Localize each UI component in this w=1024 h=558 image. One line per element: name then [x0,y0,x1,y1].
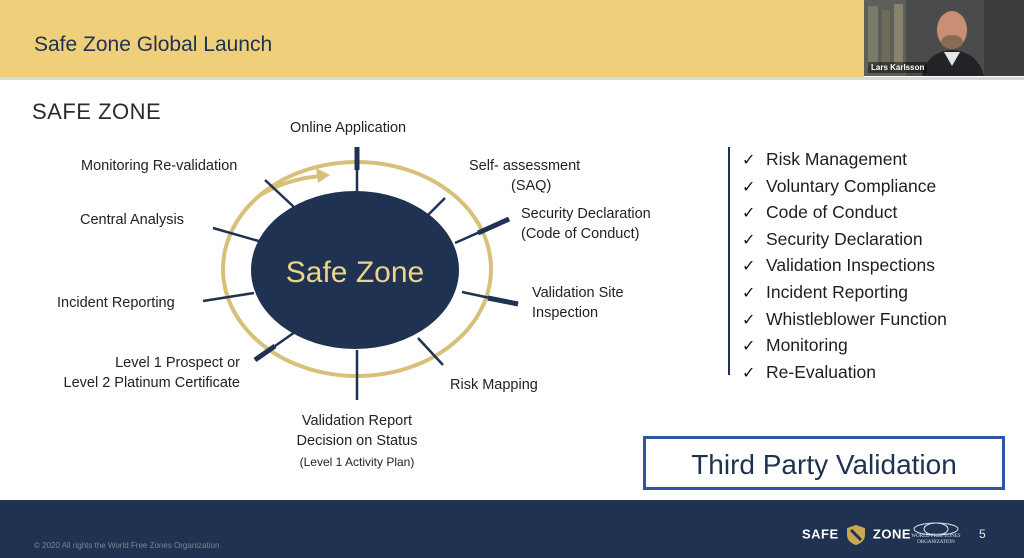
header-divider [0,77,1024,80]
check-icon: ✓ [742,205,756,223]
wfzo-line-2: ORGANIZATION [917,540,955,545]
shield-icon [846,525,865,545]
cycle-arrowhead [316,168,330,183]
checklist-item: ✓Security Declaration [742,227,947,254]
spoke-monitoring [264,179,296,209]
label-central-analysis: Central Analysis [80,212,184,228]
spoke-self-assessment [414,197,446,229]
wfzo-globe-icon [913,522,959,536]
spoke-risk-mapping [417,337,444,366]
header-band: Safe Zone Global Launch [0,0,864,78]
third-party-validation-label: Third Party Validation [691,449,957,480]
label-inspection: Inspection [532,305,599,321]
label-online-application: Online Application [290,120,407,136]
checklist-item: ✓Validation Inspections [742,253,947,280]
logo-safe-text: SAFE [802,526,839,542]
check-icon: ✓ [742,311,756,329]
webcam-video-tile[interactable]: Lars Karlsson [864,0,1024,76]
logo-zone-text: ZONE [872,526,912,542]
check-icon: ✓ [742,231,756,249]
wfzo-line-1: WORLD FREE ZONES [911,534,961,539]
slide-title: Safe Zone Global Launch [34,33,273,56]
checklist-item: ✓Re-Evaluation [742,360,947,387]
label-risk-mapping: Risk Mapping [450,377,538,393]
slide-footer: © 2020 All rights the World Free Zones O… [0,500,1024,558]
third-party-validation-box: Third Party Validation [643,436,1005,490]
label-validation-site: Validation Site [532,285,624,301]
section-heading: SAFE ZONE [32,99,162,124]
check-icon: ✓ [742,364,756,382]
check-icon: ✓ [742,258,756,276]
checklist-item: ✓Incident Reporting [742,280,947,307]
center-label: Safe Zone [285,256,425,289]
label-monitoring-revalidation: Monitoring Re-validation [81,158,238,174]
label-decision-on-status: Decision on Status [296,433,418,449]
check-icon: ✓ [742,152,756,169]
participant-video [864,0,1024,76]
check-icon: ✓ [742,338,756,356]
label-saq: (SAQ) [511,178,552,194]
checklist-item: ✓Monitoring [742,333,947,360]
cycle-arrow [261,174,323,196]
check-icon: ✓ [742,284,756,302]
label-level-prospect: Level 1 Prospect or [115,355,240,371]
label-activity-plan: (Level 1 Activity Plan) [299,455,415,469]
spoke-incident-reporting [202,291,255,303]
checklist-item: ✓Whistleblower Function [742,307,947,334]
checklist-item: ✓Risk Management [742,147,947,174]
center-disc [251,191,459,349]
label-security-declaration: Security Declaration [521,206,651,222]
safe-zone-logo: SAFE ZONE [802,524,911,546]
wfzo-logo: WORLD FREE ZONES ORGANIZATION [904,534,968,546]
label-validation-report: Validation Report [301,413,413,429]
label-level-platinum: Level 2 Platinum Certificate [63,375,241,391]
safe-zone-cycle-diagram: Safe Zone Online Application Self- asses… [0,110,700,500]
checklist: ✓Risk Management ✓Voluntary Compliance ✓… [728,147,947,382]
copyright-text: © 2020 All rights the World Free Zones O… [34,541,220,550]
label-code-of-conduct: (Code of Conduct) [521,226,640,242]
page-number: 5 [979,527,986,541]
participant-name: Lars Karlsson [868,62,928,73]
checklist-item: ✓Code of Conduct [742,200,947,227]
check-icon: ✓ [742,178,756,196]
cycle-graphic [202,147,519,400]
label-incident-reporting: Incident Reporting [57,295,175,311]
label-self-assessment: Self- assessment [469,158,581,174]
checklist-item: ✓Voluntary Compliance [742,174,947,201]
spoke-central-analysis [212,226,263,244]
